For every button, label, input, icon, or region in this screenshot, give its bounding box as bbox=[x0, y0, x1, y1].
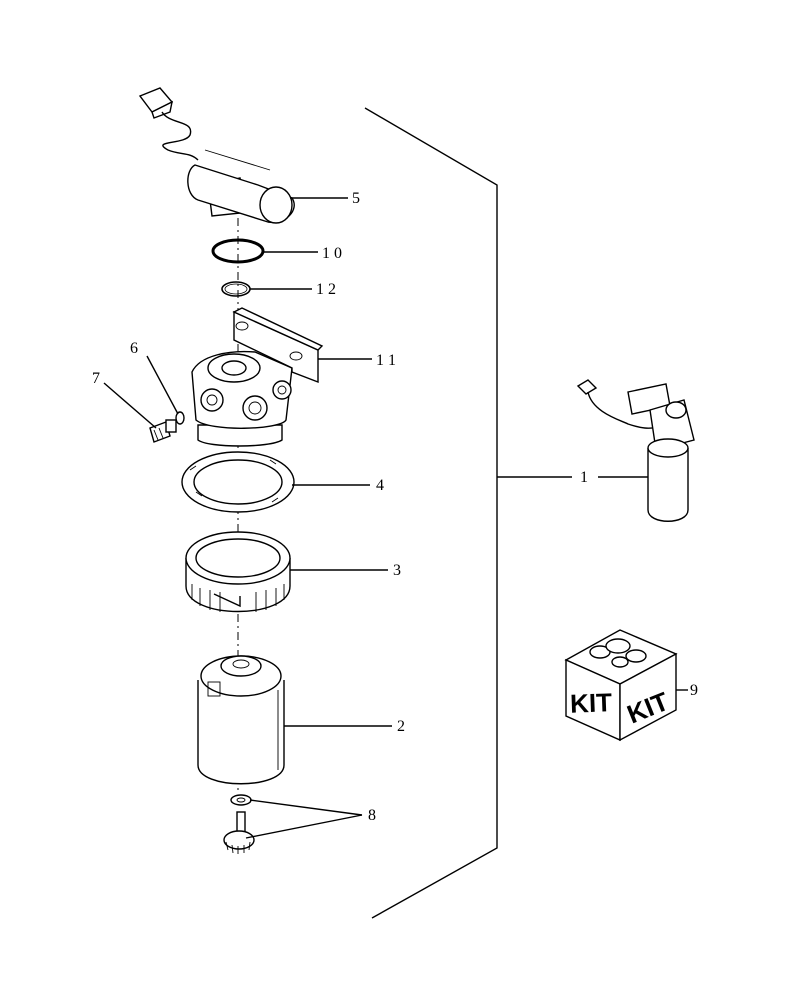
part-8-drain-valve[interactable] bbox=[223, 794, 255, 854]
group-bracket bbox=[364, 107, 498, 919]
part-7-bleed-screw[interactable] bbox=[149, 419, 177, 443]
callout-4: 4 bbox=[376, 477, 384, 494]
part-12-seal-ring[interactable] bbox=[221, 281, 251, 297]
callout-10: 1 0 bbox=[322, 245, 342, 262]
callout-1: 1 bbox=[580, 469, 588, 486]
callout-8: 8 bbox=[368, 807, 376, 824]
part-5-sensor[interactable] bbox=[138, 87, 295, 224]
callout-7: 7 bbox=[92, 370, 100, 387]
part-3-collar[interactable] bbox=[185, 531, 291, 613]
callout-3: 3 bbox=[393, 562, 401, 579]
callout-12: 1 2 bbox=[316, 281, 336, 298]
callout-9: 9 bbox=[690, 682, 698, 699]
part-10-o-ring[interactable] bbox=[211, 238, 265, 264]
kit-left-label: KIT bbox=[570, 687, 613, 718]
leader-lines bbox=[103, 197, 688, 839]
part-11-filter-head[interactable] bbox=[191, 307, 324, 447]
part-1-complete-assembly[interactable] bbox=[576, 379, 695, 522]
callout-11: 1 1 bbox=[376, 352, 396, 369]
callout-6: 6 bbox=[130, 340, 138, 357]
part-4-retaining-ring[interactable] bbox=[181, 451, 295, 513]
part-6-seal[interactable] bbox=[175, 411, 185, 425]
callout-5: 5 bbox=[352, 190, 360, 207]
part-9-kit-box[interactable]: KIT KIT bbox=[564, 629, 678, 742]
callout-2: 2 bbox=[397, 718, 405, 735]
part-2-filter-element[interactable] bbox=[197, 655, 285, 785]
